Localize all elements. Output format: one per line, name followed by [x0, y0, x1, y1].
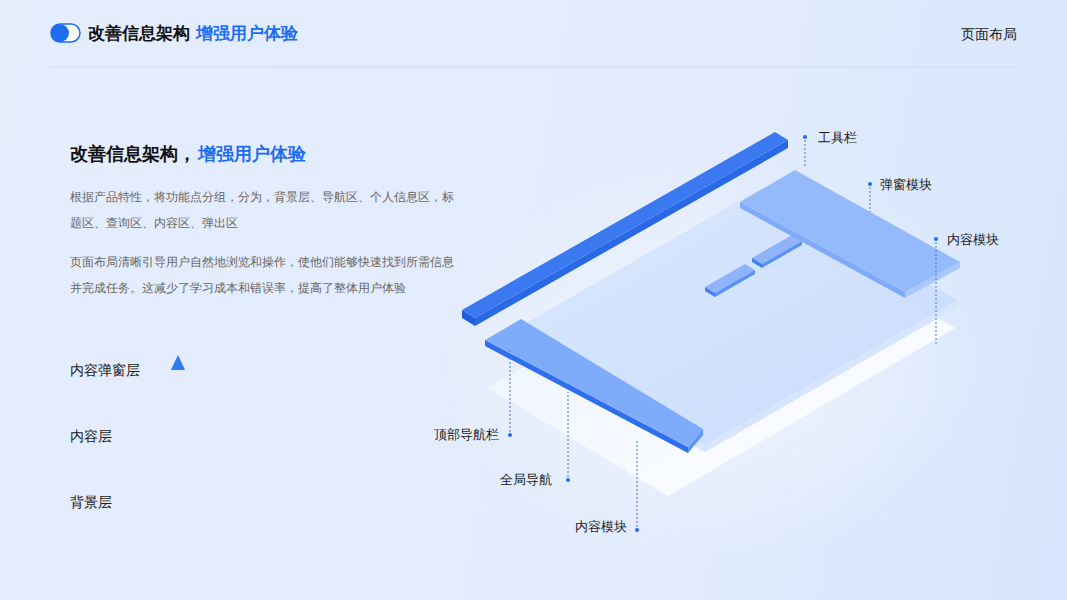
callout-label: 顶部导航栏: [434, 426, 499, 444]
header-title-accent: 增强用户体验: [196, 22, 298, 45]
callout-label: 弹窗模块: [880, 176, 932, 194]
toggle-icon: [51, 24, 80, 42]
small-block: [705, 264, 755, 293]
leader-lines: [510, 140, 936, 527]
layer-label: 内容弹窗层: [70, 362, 140, 380]
popup-module: [740, 170, 960, 292]
small-block-side: [752, 258, 762, 268]
toggle-knob: [51, 24, 69, 42]
callout-label: 内容模块: [575, 518, 627, 536]
small-block-side: [705, 287, 715, 297]
layer-arrow: [177, 366, 180, 530]
header-title: 改善信息架构: [88, 22, 190, 45]
arrow-head: [171, 355, 185, 370]
layer-label: 内容层: [70, 428, 112, 446]
section-heading-accent: 增强用户体验: [198, 142, 306, 166]
leader-dots: [508, 135, 938, 532]
toolbar: [462, 132, 788, 318]
callout-label: 内容模块: [947, 231, 999, 249]
body-text: 页面布局清晰引导用户自然地浏览和操作，使他们能够快速找到所需信息并完成任务。这减…: [70, 249, 465, 301]
page-tag: 页面布局: [961, 26, 1017, 44]
small-block: [752, 235, 802, 264]
layer-label: 背景层: [70, 494, 112, 512]
toolbar-side: [475, 140, 788, 326]
nav-side: [485, 340, 688, 453]
glow: [430, 160, 1010, 560]
callout-label: 全局导航: [500, 471, 552, 489]
body-text: 根据产品特性，将功能点分组，分为，背景层、导航区、个人信息区，标题区、查询区、内…: [70, 184, 465, 236]
section-heading: 改善信息架构，: [70, 142, 196, 166]
header-rule: [50, 67, 1017, 68]
top-nav-bar: [485, 319, 703, 447]
small-block-side: [715, 270, 755, 297]
callout-label: 工具栏: [818, 129, 857, 147]
small-block-side: [762, 241, 802, 268]
